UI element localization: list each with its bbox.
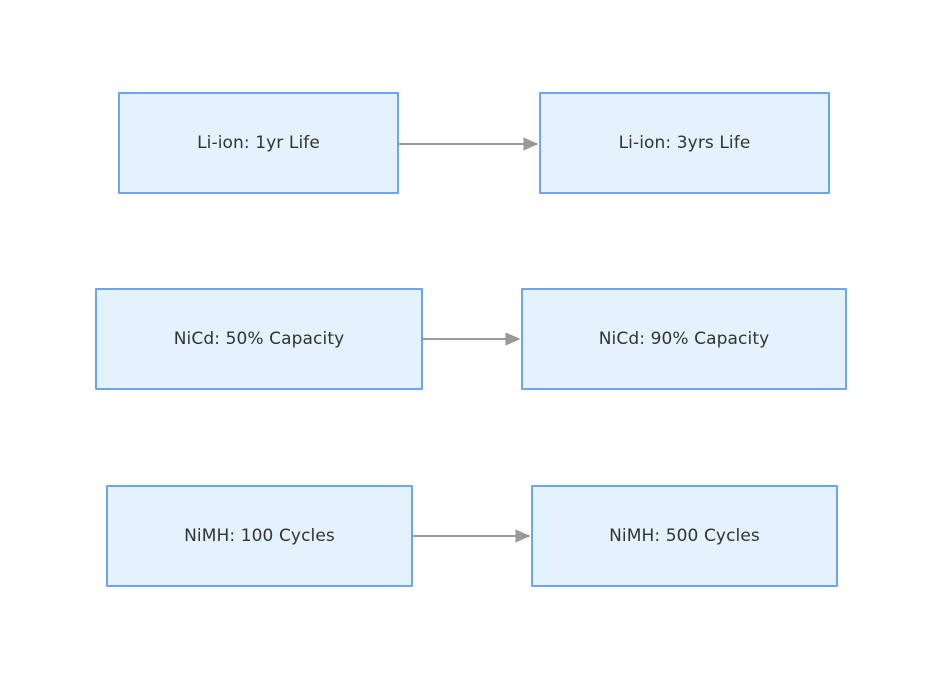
node-liion-before[interactable]: Li-ion: 1yr Life: [118, 92, 399, 194]
node-nimh-before[interactable]: NiMH: 100 Cycles: [106, 485, 413, 587]
node-nicd-before[interactable]: NiCd: 50% Capacity: [95, 288, 423, 390]
node-label: Li-ion: 3yrs Life: [618, 132, 751, 153]
node-nimh-after[interactable]: NiMH: 500 Cycles: [531, 485, 838, 587]
node-label: NiMH: 500 Cycles: [609, 525, 760, 546]
node-liion-after[interactable]: Li-ion: 3yrs Life: [539, 92, 830, 194]
node-label: NiMH: 100 Cycles: [184, 525, 335, 546]
node-label: NiCd: 50% Capacity: [173, 328, 345, 349]
node-label: Li-ion: 1yr Life: [197, 132, 320, 153]
node-label: NiCd: 90% Capacity: [598, 328, 770, 349]
node-nicd-after[interactable]: NiCd: 90% Capacity: [521, 288, 847, 390]
